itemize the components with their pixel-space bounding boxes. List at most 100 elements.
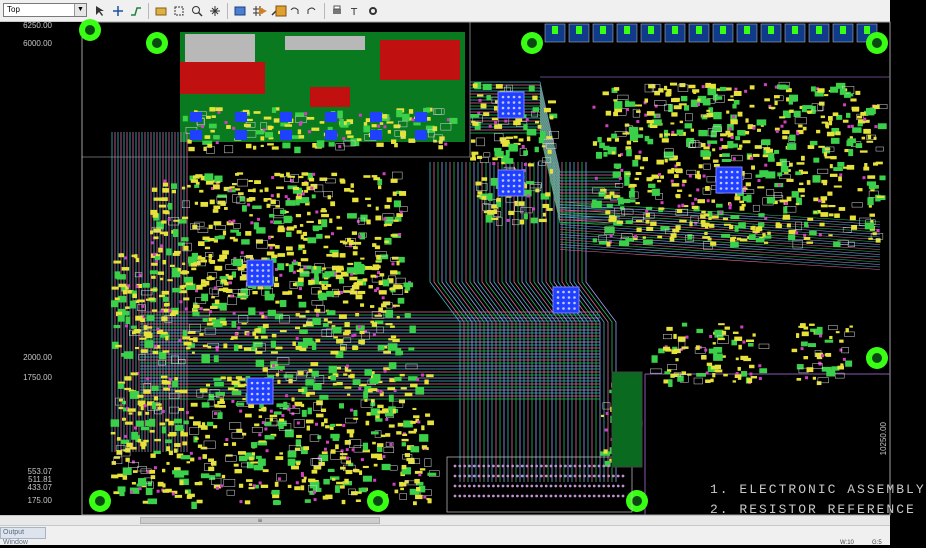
connector-pin xyxy=(612,474,615,478)
component-body xyxy=(598,191,606,197)
smd-pad xyxy=(340,271,349,277)
component-body xyxy=(364,369,372,376)
trace-line xyxy=(449,162,481,482)
smd-pad xyxy=(296,191,302,197)
via-pad xyxy=(215,141,219,145)
settings-button[interactable] xyxy=(365,3,381,19)
grid-button[interactable] xyxy=(250,3,266,19)
component-body xyxy=(619,240,629,247)
via-pad xyxy=(307,130,311,134)
silkscreen-outline xyxy=(204,327,217,335)
text-button[interactable]: T xyxy=(347,3,363,19)
smd-pad xyxy=(796,377,802,381)
undo-button[interactable] xyxy=(286,3,302,19)
smd-pad xyxy=(648,84,656,89)
scrollbar-thumb[interactable]: ≡ xyxy=(140,517,380,524)
component-body xyxy=(676,129,684,136)
via-pad xyxy=(167,218,171,222)
smd-pad xyxy=(697,98,701,102)
smd-pad xyxy=(347,135,354,138)
component-body xyxy=(179,478,189,486)
via-pad xyxy=(706,199,710,203)
horizontal-scrollbar[interactable]: ≡ xyxy=(0,515,890,525)
silkscreen-outline xyxy=(678,341,686,350)
smd-pad xyxy=(710,378,714,383)
output-window-tab[interactable]: Output Window xyxy=(0,527,46,546)
silkscreen-outline xyxy=(664,104,672,112)
smd-pad xyxy=(602,91,609,96)
component-body xyxy=(875,194,881,202)
smd-pad xyxy=(245,231,252,236)
layer-select[interactable]: Top ▼ xyxy=(3,3,87,17)
pcb-layout-canvas[interactable]: 6250.00 6000.00 2000.00 1750.00 553.07 5… xyxy=(0,19,924,517)
zoom-out-button[interactable] xyxy=(207,3,223,19)
chevron-down-icon[interactable]: ▼ xyxy=(74,4,86,16)
silkscreen-outline xyxy=(812,363,823,369)
component-body xyxy=(362,475,373,482)
component-body xyxy=(206,421,214,427)
via-pad xyxy=(734,87,738,91)
smd-pad xyxy=(306,425,310,431)
connector-pin xyxy=(453,474,457,478)
via-pad xyxy=(131,460,135,464)
copper-pour-red xyxy=(310,87,350,107)
route-button[interactable] xyxy=(128,3,144,19)
smd-pad xyxy=(245,143,252,149)
print-button[interactable] xyxy=(329,3,345,19)
smd-pad xyxy=(757,186,765,189)
smd-pad xyxy=(483,112,490,117)
open-button[interactable] xyxy=(153,3,169,19)
smd-pad xyxy=(644,98,649,103)
component-body xyxy=(267,309,276,317)
ic-ball xyxy=(562,290,565,294)
smd-pad xyxy=(321,208,326,211)
component-body xyxy=(645,206,653,210)
component-body xyxy=(594,200,602,209)
smd-pad xyxy=(177,267,182,273)
via-pad xyxy=(199,307,203,311)
zoom-area-button[interactable] xyxy=(171,3,187,19)
redo-button[interactable] xyxy=(304,3,320,19)
pointer-button[interactable] xyxy=(110,3,126,19)
smd-pad xyxy=(307,211,311,216)
ic-ball xyxy=(267,381,270,385)
smd-pad xyxy=(718,323,725,326)
smd-pad xyxy=(248,404,255,409)
via-pad xyxy=(360,458,364,462)
smd-pad xyxy=(118,253,124,258)
silkscreen-outline xyxy=(211,289,220,297)
smd-pad xyxy=(217,268,222,271)
run-button[interactable] xyxy=(255,3,271,19)
smd-pad xyxy=(157,271,165,275)
silkscreen-outline xyxy=(685,234,695,242)
zoom-in-button[interactable] xyxy=(189,3,205,19)
trace-line xyxy=(470,90,620,182)
smd-pad xyxy=(734,336,743,341)
smd-pad xyxy=(749,104,755,108)
via-pad xyxy=(677,204,681,208)
connector-pin xyxy=(616,474,620,478)
via-pad xyxy=(775,129,779,133)
smd-pad xyxy=(541,145,546,148)
smd-pad xyxy=(250,461,259,464)
component-body xyxy=(254,484,259,489)
smd-pad xyxy=(351,231,358,235)
connector-pin xyxy=(535,474,538,478)
via-pad xyxy=(289,179,293,183)
component-body xyxy=(628,101,636,107)
smd-pad xyxy=(131,482,136,485)
silkscreen-outline xyxy=(385,441,394,447)
select-button[interactable] xyxy=(92,3,108,19)
save-button[interactable] xyxy=(273,3,289,19)
smd-pad xyxy=(869,213,875,217)
smd-pad xyxy=(286,226,295,231)
trace-line xyxy=(559,239,881,260)
silkscreen-outline xyxy=(621,209,634,215)
smd-pad xyxy=(296,434,302,438)
via-pad xyxy=(423,495,427,499)
smd-pad xyxy=(762,233,766,237)
ic-ball xyxy=(518,101,521,104)
silkscreen-outline xyxy=(140,290,153,296)
silkscreen-outline xyxy=(371,311,385,319)
layer-button[interactable] xyxy=(232,3,248,19)
